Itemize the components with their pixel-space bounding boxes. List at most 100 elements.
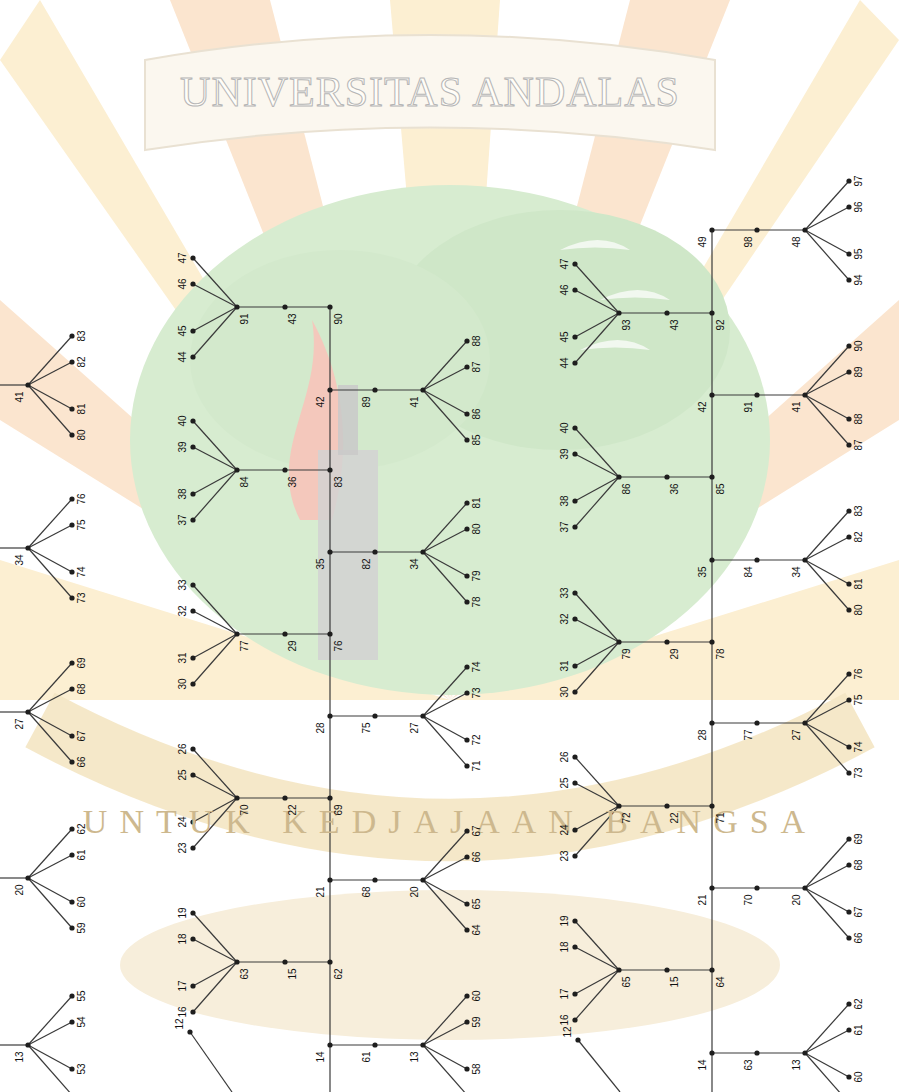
bus-number: 73 <box>854 767 864 778</box>
bus-dot <box>190 255 195 260</box>
bus-dot <box>190 983 195 988</box>
bus-number: 75 <box>77 519 87 530</box>
bus-number: 70 <box>744 894 754 905</box>
wire <box>193 284 237 307</box>
bus-dot <box>754 392 759 397</box>
bus-dot <box>69 899 74 904</box>
bus-dot <box>754 885 759 890</box>
bus-number: 94 <box>854 274 864 285</box>
bus-number: 83 <box>334 476 344 487</box>
bus-number: 81 <box>472 497 482 508</box>
bus-number: 42 <box>698 401 708 412</box>
bus-dot <box>327 795 332 800</box>
bus-dot <box>190 936 195 941</box>
wire <box>575 757 619 806</box>
bus-dot <box>572 524 577 529</box>
bus-dot <box>709 885 714 890</box>
bus-number: 76 <box>334 640 344 651</box>
bus-dot <box>709 557 714 562</box>
bus-dot <box>572 853 577 858</box>
wire <box>805 207 849 230</box>
bus-number: 20 <box>410 886 420 897</box>
bus-dot <box>464 500 469 505</box>
bus-dot <box>572 498 577 503</box>
bus-number: 45 <box>560 331 570 342</box>
wire <box>578 1040 620 1092</box>
wire <box>805 511 849 560</box>
wire <box>575 477 619 527</box>
wire <box>423 880 467 904</box>
bus-number: 75 <box>362 722 372 733</box>
bus-dot <box>234 795 239 800</box>
bus-number: 39 <box>560 448 570 459</box>
wire <box>28 712 72 736</box>
wire <box>423 529 467 552</box>
bus-number: 38 <box>178 488 188 499</box>
bus-number: 44 <box>178 351 188 362</box>
bus-number: 19 <box>560 915 570 926</box>
bus-number: 15 <box>288 968 298 979</box>
bus-dot <box>846 744 851 749</box>
wire <box>190 1032 232 1092</box>
bus-number: 37 <box>178 514 188 525</box>
bus-dot <box>846 534 851 539</box>
bus-number: 89 <box>854 366 864 377</box>
bus-dot <box>69 522 74 527</box>
bus-dot <box>572 287 577 292</box>
wire <box>575 642 619 692</box>
bus-number: 27 <box>410 722 420 733</box>
bus-number: 81 <box>854 578 864 589</box>
bus-dot <box>846 416 851 421</box>
bus-dot <box>190 444 195 449</box>
wire <box>193 775 237 798</box>
bus-dot <box>25 1042 30 1047</box>
wire <box>28 663 72 712</box>
bus-dot <box>372 1042 377 1047</box>
bus-dot <box>664 967 669 972</box>
bus-dot <box>190 1009 195 1014</box>
bus-number: 79 <box>622 648 632 659</box>
bus-dot <box>464 901 469 906</box>
bus-number: 73 <box>77 592 87 603</box>
bus-number: 33 <box>560 587 570 598</box>
bus-number: 46 <box>560 284 570 295</box>
bus-dot <box>572 754 577 759</box>
bus-number: 28 <box>316 722 326 733</box>
bus-dot <box>709 227 714 232</box>
bus-dot <box>572 663 577 668</box>
wire <box>193 585 237 634</box>
bus-dot <box>190 354 195 359</box>
bus-number: 40 <box>178 415 188 426</box>
bus-number: 85 <box>472 434 482 445</box>
wire <box>575 970 619 994</box>
bus-dot <box>464 364 469 369</box>
bus-dot <box>464 737 469 742</box>
bus-dot <box>69 686 74 691</box>
bus-number: 13 <box>410 1051 420 1062</box>
bus-number: 21 <box>698 894 708 905</box>
wire <box>193 749 237 798</box>
bus-number: 63 <box>240 968 250 979</box>
bus-dot <box>616 310 621 315</box>
wire <box>575 619 619 642</box>
bus-number: 96 <box>854 201 864 212</box>
bus-dot <box>190 418 195 423</box>
bus-number: 60 <box>854 1071 864 1082</box>
bus-dot <box>327 877 332 882</box>
bus-number: 34 <box>15 554 25 565</box>
bus-number: 88 <box>472 335 482 346</box>
bus-number: 68 <box>362 886 372 897</box>
bus-number: 35 <box>316 558 326 569</box>
bus-dot <box>709 474 714 479</box>
bus-number: 76 <box>854 668 864 679</box>
bus-dot <box>420 877 425 882</box>
bus-dot <box>572 334 577 339</box>
bus-number: 22 <box>670 812 680 823</box>
bus-dot <box>69 993 74 998</box>
bus-dot <box>69 496 74 501</box>
bus-dot <box>846 770 851 775</box>
bus-number: 43 <box>670 319 680 330</box>
wire <box>0 1044 28 1045</box>
